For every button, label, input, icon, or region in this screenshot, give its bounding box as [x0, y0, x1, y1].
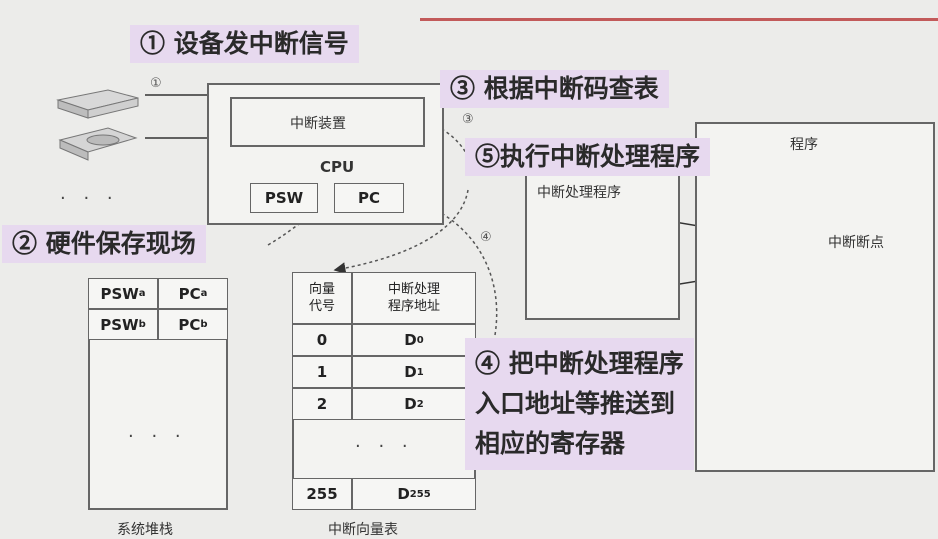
pc-register: PC — [334, 183, 404, 213]
callout-step4-line3: 相应的寄存器 — [475, 429, 626, 458]
vt-header-addr: 中断处理程序地址 — [352, 272, 476, 324]
vt-code-2: 2 — [292, 388, 352, 420]
device-icons — [56, 89, 139, 161]
program-title: 程序 — [790, 137, 818, 153]
vector-table-caption: 中断向量表 — [328, 522, 398, 538]
vt-code-1: 1 — [292, 356, 352, 388]
cpu-label: CPU — [320, 158, 355, 176]
breakpoint-label: 中断断点 — [828, 235, 884, 251]
vt-code-255: 255 — [292, 478, 352, 510]
psw-register: PSW — [250, 183, 318, 213]
callout-step4-line2: 入口地址等推送到 — [475, 389, 676, 418]
step1-marker: ① — [150, 76, 162, 91]
save-dashed — [267, 209, 321, 246]
interrupt-device-box — [230, 97, 425, 147]
interrupt-device-label: 中断装置 — [290, 116, 346, 132]
devices-ellipsis: · · · — [60, 188, 119, 209]
vt-ellipsis: · · · — [355, 436, 414, 457]
callout-step4-line1: ④ 把中断处理程序 — [475, 349, 684, 378]
title-rule — [420, 18, 938, 21]
callout-step2: ② 硬件保存现场 — [2, 225, 206, 263]
table-dashed — [333, 189, 469, 275]
stack-caption: 系统堆栈 — [117, 522, 173, 538]
callout-step4: ④ 把中断处理程序 入口地址等推送到 相应的寄存器 — [465, 338, 694, 470]
step3-marker: ③ — [462, 112, 474, 127]
callout-step3: ③ 根据中断码查表 — [440, 70, 669, 108]
callout-step5: ⑤执行中断处理程序 — [465, 138, 711, 176]
handler-title: 中断处理程序 — [537, 185, 621, 201]
step4-marker: ④ — [480, 230, 492, 245]
handler-box — [525, 170, 680, 320]
vt-code-0: 0 — [292, 324, 352, 356]
vt-header-code: 向量代号 — [292, 272, 352, 324]
stack-ellipsis: · · · — [128, 426, 187, 447]
program-box — [695, 122, 935, 472]
callout-step1: ① 设备发中断信号 — [130, 25, 359, 63]
